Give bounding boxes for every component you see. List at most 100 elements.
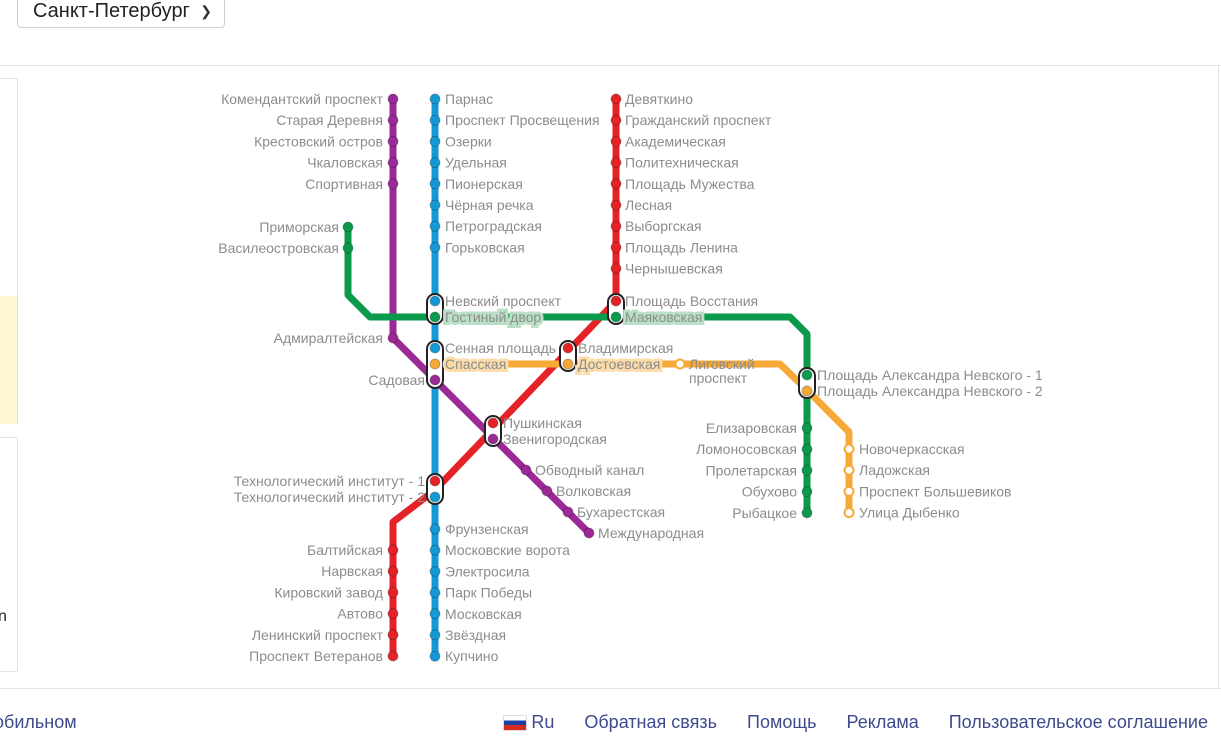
language-switch[interactable]: Ru [503,712,554,733]
station-label-mayakovskaya[interactable]: Маяковская [622,306,705,328]
station-label-red-s0[interactable]: Балтийская [307,542,383,558]
station-dot-red-n1[interactable] [610,114,622,126]
station-label-techno-1[interactable]: Технологический институт - 1 [234,473,425,489]
station-dot-orn-s3[interactable] [843,507,855,519]
station-label-red-n5[interactable]: Лесная [625,197,672,213]
station-dot-zvenigorodskaya[interactable] [487,433,499,445]
station-label-red-n1[interactable]: Гражданский проспект [625,112,772,128]
station-label-vosstaniya[interactable]: Площадь Восстания [625,293,758,309]
station-label-techno-2[interactable]: Технологический институт - 2 [234,489,425,505]
station-dot-grn-s4[interactable] [801,507,813,519]
station-dot-blu-n6[interactable] [429,220,441,232]
station-label-red-s1[interactable]: Нарвская [321,563,383,579]
city-selector[interactable]: Санкт-Петербург ❯ [17,0,225,28]
station-dot-orn-s2[interactable] [843,485,855,497]
station-label-blu-s4[interactable]: Московская [445,606,522,622]
station-dot-red-s3[interactable] [387,608,399,620]
station-label-grn-s4[interactable]: Рыбацкое [732,505,797,521]
station-label-orn-s3[interactable]: Улица Дыбенко [859,505,960,521]
station-dot-spasskaya[interactable] [429,358,441,370]
station-label-red-s4[interactable]: Ленинский проспект [252,627,384,643]
station-label-blu-n5[interactable]: Чёрная речка [445,197,534,213]
station-dot-red-n5[interactable] [610,199,622,211]
station-dot-pur-n2[interactable] [387,135,399,147]
station-label-red-s3[interactable]: Автово [337,606,383,622]
station-dot-blu-n2[interactable] [429,135,441,147]
station-label-blu-s5[interactable]: Звёздная [445,627,506,643]
station-dot-red-n4[interactable] [610,178,622,190]
station-dot-blu-n1[interactable] [429,114,441,126]
station-label-red-s2[interactable]: Кировский завод [274,584,383,600]
ads-link[interactable]: Реклама [846,712,919,732]
station-label-alex-nevsky-2[interactable]: Площадь Александра Невского - 2 [817,383,1043,399]
station-label-red-n6[interactable]: Выборгская [625,218,702,234]
station-label-grn-s0[interactable]: Елизаровская [706,420,797,436]
station-dot-grn-w0[interactable] [342,221,354,233]
station-dot-alex-nevsky-1[interactable] [801,369,813,381]
station-label-blu-s3[interactable]: Парк Победы [445,585,532,601]
station-dot-blu-s4[interactable] [429,608,441,620]
station-label-pur-s2[interactable]: Бухарестская [577,504,665,520]
station-label-zvenigorodskaya[interactable]: Звенигородская [503,431,607,447]
station-label-dostoevskaya[interactable]: Достоевская [575,353,663,375]
station-dot-nevsky[interactable] [429,295,441,307]
station-label-red-n0[interactable]: Девяткино [625,91,693,107]
station-dot-orn-s1[interactable] [843,464,855,476]
station-dot-red-n2[interactable] [610,135,622,147]
station-dot-red-n7[interactable] [610,241,622,253]
station-dot-red-s0[interactable] [387,544,399,556]
station-label-blu-s6[interactable]: Купчино [445,648,499,664]
station-label-grn-w0[interactable]: Приморская [259,219,339,235]
station-dot-grn-w1[interactable] [342,242,354,254]
station-dot-techno-2[interactable] [429,491,441,503]
station-dot-blu-s5[interactable] [429,629,441,641]
station-label-grn-s1[interactable]: Ломоносовская [696,441,797,457]
station-label-blu-s1[interactable]: Московские ворота [445,542,570,558]
station-dot-grn-s3[interactable] [801,486,813,498]
station-dot-red-n0[interactable] [610,93,622,105]
station-dot-pur-s1[interactable] [541,485,553,497]
station-dot-red-n6[interactable] [610,220,622,232]
footer-mobile-link[interactable]: обильном [0,712,77,732]
station-dot-red-s4[interactable] [387,629,399,641]
station-label-blu-n4[interactable]: Пионерская [445,176,523,192]
station-dot-alex-nevsky-2[interactable] [801,385,813,397]
station-label-pur-s3[interactable]: Международная [598,525,704,541]
station-dot-blu-n3[interactable] [429,157,441,169]
station-dot-red-s2[interactable] [387,586,399,598]
station-dot-ligovsky[interactable] [674,358,686,370]
station-dot-pur-s3[interactable] [583,527,595,539]
station-label-pushkinskaya[interactable]: Пушкинская [503,415,582,431]
station-label-pur-s0[interactable]: Обводный канал [535,462,644,478]
feedback-link[interactable]: Обратная связь [584,712,717,732]
station-dot-pur-n1[interactable] [387,114,399,126]
station-dot-pur-adm[interactable] [387,332,399,344]
station-label-nevsky[interactable]: Невский проспект [445,293,562,309]
station-dot-blu-n7[interactable] [429,241,441,253]
station-dot-techno-1[interactable] [429,475,441,487]
station-label-blu-n3[interactable]: Удельная [445,155,507,171]
station-label-blu-n6[interactable]: Петроградская [445,218,542,234]
station-dot-pushkinskaya[interactable] [487,417,499,429]
station-label-pur-adm[interactable]: Адмиралтейская [274,330,383,346]
station-dot-blu-s3[interactable] [429,587,441,599]
station-label-pur-n4[interactable]: Спортивная [305,176,383,192]
station-label-blu-s0[interactable]: Фрунзенская [445,521,529,537]
station-dot-blu-s0[interactable] [429,523,441,535]
station-label-red-n4[interactable]: Площадь Мужества [625,176,755,192]
station-label-orn-s2[interactable]: Проспект Большевиков [859,483,1012,499]
station-dot-red-s5[interactable] [387,650,399,662]
station-label-orn-s1[interactable]: Ладожская [859,462,930,478]
station-label-sennaya[interactable]: Сенная площадь [445,340,556,356]
terms-link[interactable]: Пользовательское соглашение [948,712,1208,732]
station-label-blu-s2[interactable]: Электросила [445,563,530,579]
station-label-vladimirskaya[interactable]: Владимирская [578,340,673,356]
station-label-pur-n0[interactable]: Комендантский проспект [221,91,383,107]
station-label-red-s5[interactable]: Проспект Ветеранов [249,648,383,664]
station-dot-gostiny[interactable] [429,311,441,323]
station-dot-pur-n3[interactable] [387,157,399,169]
station-dot-vladimirskaya[interactable] [562,342,574,354]
station-label-ligovsky-1[interactable]: Лиговский [689,356,755,372]
station-label-orn-s0[interactable]: Новочеркасская [859,441,965,457]
station-dot-red-n8[interactable] [610,263,622,275]
